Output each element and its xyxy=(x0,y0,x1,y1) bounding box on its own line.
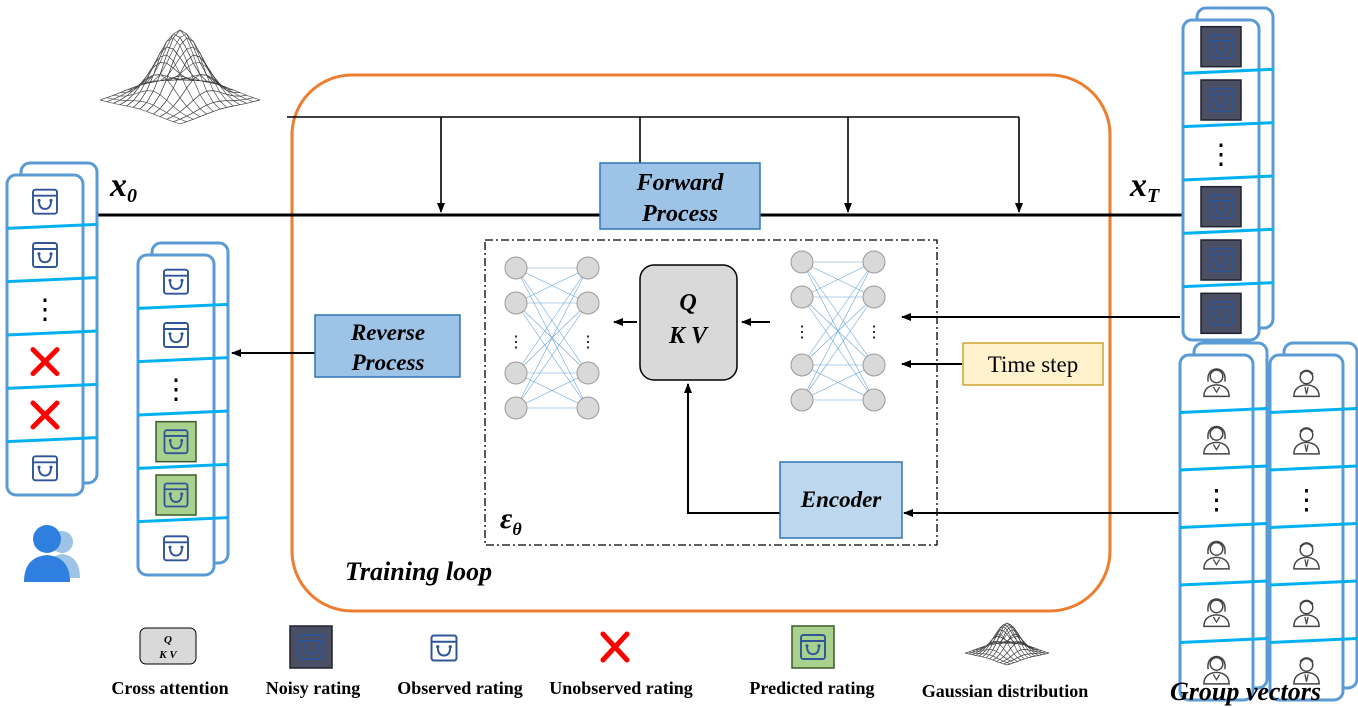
forward-process-box: Forward Process xyxy=(599,162,761,230)
neuron xyxy=(862,353,886,377)
neural-network-left: ⋮⋮ xyxy=(504,256,600,420)
noise-lines xyxy=(287,116,1023,213)
svg-text:Q: Q xyxy=(164,634,172,646)
predicted-rating-stack: ⋮ xyxy=(136,241,230,577)
neuron xyxy=(504,291,528,315)
neuron xyxy=(862,388,886,412)
training-loop-label: Training loop xyxy=(345,557,492,586)
reverse-process-box: Reverse Process xyxy=(314,314,461,378)
svg-text:K V: K V xyxy=(158,649,178,661)
denoiser-box xyxy=(484,239,938,546)
legend-unobserved-rating-icon xyxy=(600,631,630,663)
legend-label-noisy-rating: Noisy rating xyxy=(266,678,361,698)
neuron xyxy=(576,361,600,385)
gaussian-surface-icon xyxy=(99,29,261,125)
neuron xyxy=(790,353,814,377)
legend-label-predicted-rating: Predicted rating xyxy=(749,678,874,698)
ellipsis-dots: ⋮ xyxy=(1203,485,1231,516)
noisy-rating-icon xyxy=(1200,185,1242,228)
legend-observed-rating-icon xyxy=(430,634,458,662)
noisy-rating-icon xyxy=(1200,25,1242,68)
neuron xyxy=(504,256,528,280)
xT-noisy-stack: ⋮ xyxy=(1181,6,1275,342)
neuron xyxy=(862,285,886,309)
predicted-rating-icon xyxy=(155,474,197,516)
unobserved-rating-icon xyxy=(30,347,60,377)
encoder-label: Encoder xyxy=(800,487,883,512)
neuron xyxy=(576,291,600,315)
neuron xyxy=(790,388,814,412)
group-vector-stack-1: ⋮ xyxy=(1178,341,1269,702)
training-loop-box xyxy=(290,73,1112,613)
ellipsis-dots: ⋮ xyxy=(866,324,882,341)
ellipsis-dots: ⋮ xyxy=(31,294,59,325)
epsilon-theta-label: εθ xyxy=(500,502,522,539)
ellipsis-dots: ⋮ xyxy=(508,334,524,351)
neuron xyxy=(790,250,814,274)
xT-label: xT xyxy=(1129,167,1160,207)
ellipsis-dots: ⋮ xyxy=(580,334,596,351)
legend: Q K V Cross attention Noisy rating Obser… xyxy=(111,622,1089,701)
group-vector-stack-2: ⋮ xyxy=(1268,341,1358,702)
legend-noisy-rating-icon xyxy=(289,625,333,669)
time-step-box: Time step xyxy=(962,342,1104,386)
qkv-kv: K V xyxy=(668,323,709,349)
ellipsis-dots: ⋮ xyxy=(1207,139,1235,170)
user-group-icon xyxy=(24,525,80,582)
legend-label-gaussian-distribution: Gaussian distribution xyxy=(922,681,1089,701)
neuron xyxy=(504,396,528,420)
predicted-rating-icon xyxy=(155,420,197,463)
encoder-box: Encoder xyxy=(779,461,903,539)
qkv-q: Q xyxy=(679,290,696,316)
x0-rating-stack: ⋮ xyxy=(5,161,99,497)
neuron xyxy=(504,361,528,385)
neuron xyxy=(576,396,600,420)
time-step-label: Time step xyxy=(988,352,1079,377)
reverse-label-2: Process xyxy=(351,350,425,375)
cross-attention-block: Q K V xyxy=(639,264,738,381)
ellipsis-dots: ⋮ xyxy=(1293,485,1321,516)
legend-predicted-rating-icon xyxy=(791,625,835,669)
legend-gaussian-icon xyxy=(964,622,1050,666)
noisy-rating-icon xyxy=(1200,79,1242,121)
neuron xyxy=(790,285,814,309)
legend-label-observed-rating: Observed rating xyxy=(397,678,523,698)
legend-label-unobserved-rating: Unobserved rating xyxy=(549,678,693,698)
legend-cross-attention-icon: Q K V xyxy=(139,627,197,665)
ellipsis-dots: ⋮ xyxy=(794,324,810,341)
unobserved-rating-icon xyxy=(30,400,60,430)
legend-label-cross-attention: Cross attention xyxy=(111,678,228,698)
noisy-rating-icon xyxy=(1200,239,1242,281)
forward-label-2: Process xyxy=(641,201,718,227)
neuron xyxy=(576,256,600,280)
neural-network-right: ⋮⋮ xyxy=(790,250,886,412)
reverse-label-1: Reverse xyxy=(350,320,425,345)
neuron xyxy=(862,250,886,274)
forward-label-1: Forward xyxy=(636,170,725,196)
group-vectors-label: Group vectors xyxy=(1170,677,1321,706)
ellipsis-dots: ⋮ xyxy=(162,374,190,405)
noisy-rating-icon xyxy=(1200,292,1242,335)
x0-label: x0 xyxy=(109,167,137,207)
